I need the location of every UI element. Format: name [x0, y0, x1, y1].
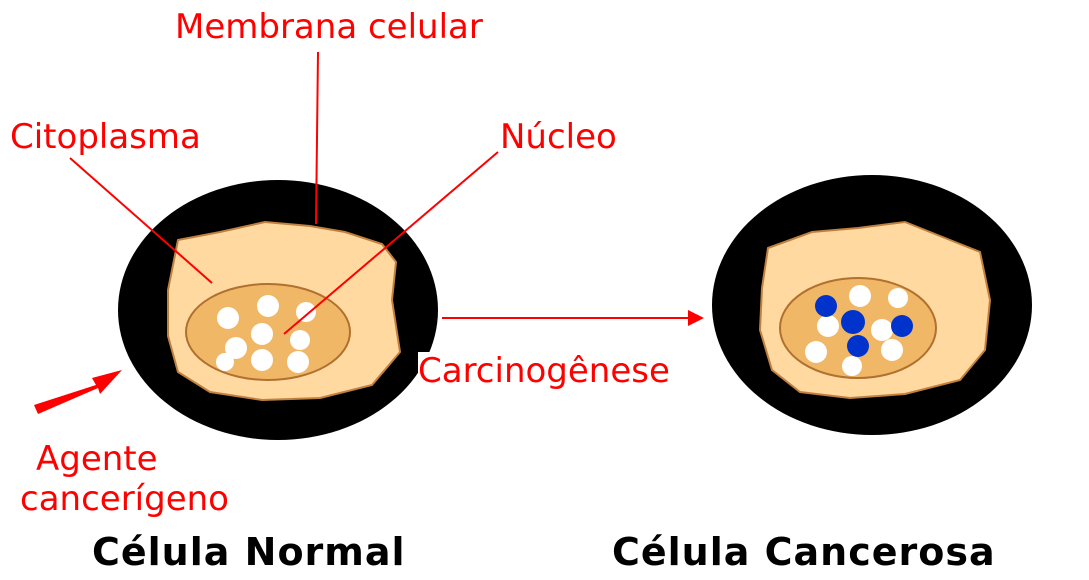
- agente-label-line1: Agente: [36, 440, 158, 478]
- cancer-cell-caption: Célula Cancerosa: [612, 530, 996, 574]
- nucleo-label: Núcleo: [500, 118, 617, 156]
- citoplasma-label: Citoplasma: [10, 118, 201, 156]
- carcinogenesis-arrow: [442, 310, 704, 326]
- cancer-cell: [712, 175, 1032, 435]
- membrana-label: Membrana celular: [175, 8, 483, 46]
- carcinogenese-label: Carcinogênese: [418, 352, 670, 390]
- normal-cell-caption: Célula Normal: [92, 530, 406, 574]
- agente-label-line2: cancerígeno: [20, 480, 229, 518]
- normal-cell: [118, 180, 438, 440]
- agent-arrow: [34, 370, 122, 414]
